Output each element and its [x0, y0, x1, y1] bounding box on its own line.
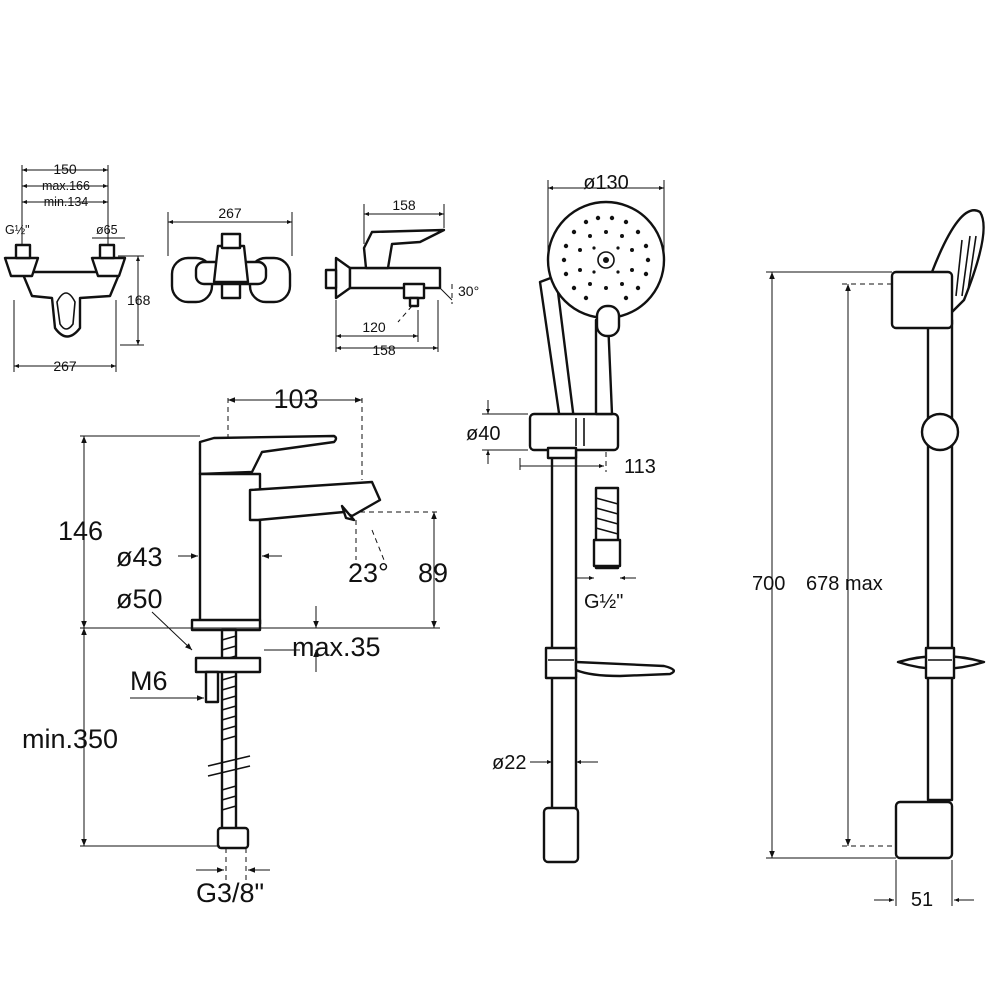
basin-mixer-spout-angle-label: 23° — [348, 558, 389, 588]
shower-holder-projection-label: 113 — [624, 456, 656, 478]
wall-mixer-centres-max-label: max.166 — [42, 179, 90, 193]
basin-mixer-max-deck-label: max.35 — [292, 632, 381, 662]
wall-mixer-thread-label: G½" — [5, 223, 30, 237]
side-view-depth-label: 158 — [392, 197, 416, 213]
wall-mixer-drawing — [3, 165, 144, 372]
basin-mixer-spout-height-label: 89 — [418, 558, 448, 588]
rail-side-drawing — [766, 209, 986, 906]
wall-mixer-cover-diameter-label: ø65 — [96, 223, 118, 237]
side-view-spout-reach-label: 120 — [362, 319, 386, 335]
shower-head-diameter-label: ø130 — [583, 172, 629, 194]
shower-holder-diameter-label: ø40 — [466, 423, 500, 445]
rail-length-label: 700 — [752, 573, 785, 595]
basin-mixer-width-label: 103 — [273, 384, 318, 414]
front-view-width-label: 267 — [218, 205, 242, 221]
rail-max-centres-label: 678 max — [806, 573, 883, 595]
basin-mixer-body-diameter-label: ø43 — [116, 542, 163, 572]
wall-mixer-centres-label: 150 — [53, 161, 77, 177]
wall-mixer-width-label: 267 — [53, 358, 77, 374]
basin-mixer-stud-label: M6 — [130, 666, 168, 696]
basin-mixer-drawing — [80, 397, 440, 880]
shower-hose-thread-label: G½" — [584, 591, 623, 613]
shower-rail-diameter-label: ø22 — [492, 752, 526, 774]
rail-depth-label: 51 — [911, 889, 933, 911]
wall-mixer-height-label: 168 — [127, 292, 151, 308]
side-view-total-depth-label: 158 — [372, 342, 396, 358]
side-view-spout-angle-label: 30° — [458, 283, 479, 299]
bath-mixer-front-drawing — [167, 212, 293, 304]
basin-mixer-hose-length-label: min.350 — [22, 724, 118, 754]
wall-mixer-centres-min-label: min.134 — [44, 195, 89, 209]
basin-mixer-height-label: 146 — [58, 516, 103, 546]
basin-mixer-base-diameter-label: ø50 — [116, 584, 163, 614]
shower-set-drawing — [482, 180, 676, 864]
basin-mixer-connection-label: G3/8" — [196, 878, 264, 908]
bath-mixer-side-drawing — [324, 204, 453, 352]
shower-nozzles — [561, 215, 651, 301]
